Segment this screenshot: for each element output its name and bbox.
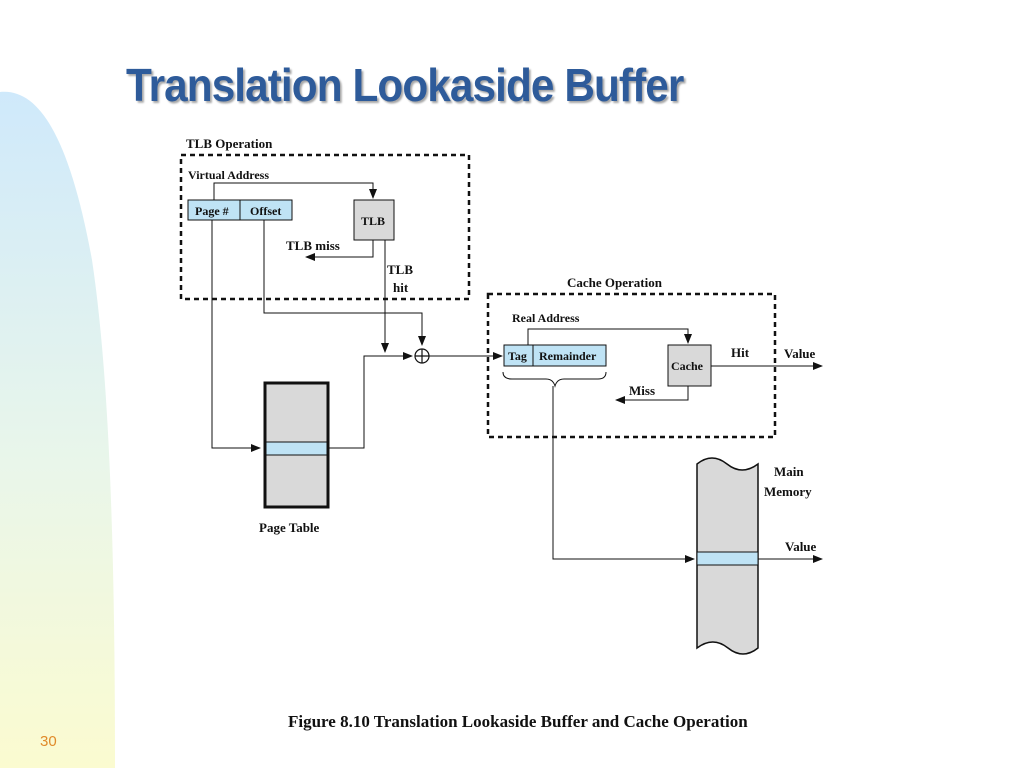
tlb-miss-label: TLB miss: [286, 238, 340, 253]
remainder-field: [532, 344, 607, 367]
offset-to-adder-arrow: [263, 220, 426, 346]
tlb-hit-label-line1: TLB: [387, 262, 413, 277]
cache-operation-label: Cache Operation: [567, 275, 663, 290]
tag-label: Tag: [508, 349, 527, 363]
cache-operation-section: Cache Operation Real Address Tag Remaind…: [486, 275, 777, 439]
slide-number: 30: [40, 733, 57, 750]
page-number-label: Page #: [195, 204, 229, 218]
tlb-miss-arrow: [305, 240, 374, 261]
tlb-operation-label: TLB Operation: [186, 136, 273, 151]
tlb-hit-label-line2: hit: [393, 280, 409, 295]
slide-title: Translation Lookaside Buffer: [126, 59, 684, 111]
page-number-to-page-table-arrow: [211, 220, 261, 452]
offset-label: Offset: [250, 204, 281, 218]
page-table: Page Table: [259, 381, 330, 535]
page-table-entry: [265, 441, 328, 456]
main-memory-label-line2: Memory: [764, 484, 812, 499]
address-to-memory-arrow: [552, 386, 695, 563]
tag-to-cache-arrow: [527, 328, 692, 345]
main-memory-entry: [696, 551, 759, 566]
real-address-label: Real Address: [512, 311, 580, 325]
page-table-to-adder-arrow: [328, 352, 413, 449]
virtual-address-to-tlb-arrow: [213, 182, 377, 200]
adder-symbol: [414, 348, 430, 364]
remainder-label: Remainder: [539, 349, 597, 363]
page-table-label: Page Table: [259, 520, 320, 535]
memory-value-label: Value: [785, 539, 817, 554]
figure-caption: Figure 8.10 Translation Lookaside Buffer…: [288, 712, 748, 731]
tlb-operation-section: TLB Operation Virtual Address Page # Off…: [179, 136, 471, 301]
offset-field: [239, 199, 293, 221]
main-memory: Main Memory: [696, 457, 812, 655]
address-brace: [502, 371, 607, 388]
cache-value-label: Value: [784, 346, 816, 361]
tlb-operation-boundary: [179, 153, 471, 301]
tlb-box-label: TLB: [361, 214, 385, 228]
cache-miss-label: Miss: [629, 383, 655, 398]
main-memory-label-line1: Main: [774, 464, 804, 479]
tlb-box: [353, 199, 395, 241]
cache-box-label: Cache: [671, 359, 704, 373]
virtual-address-label: Virtual Address: [188, 168, 269, 182]
cache-box: [667, 344, 712, 387]
cache-hit-label: Hit: [731, 345, 750, 360]
cache-miss-arrow: [615, 386, 689, 404]
